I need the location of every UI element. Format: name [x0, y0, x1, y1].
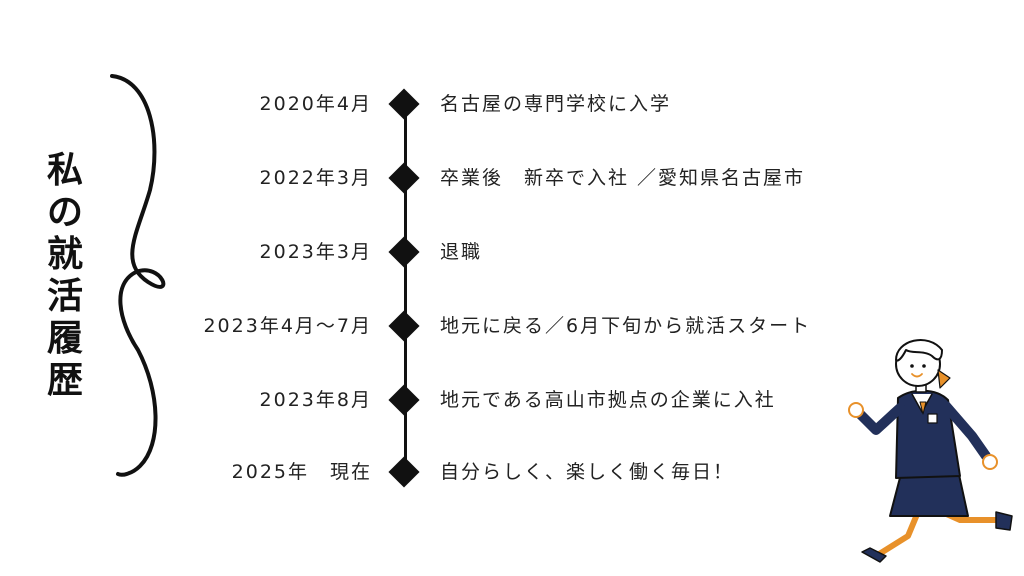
timeline-item: 2023年3月 退職: [0, 232, 1024, 272]
timeline-marker: [388, 384, 420, 416]
timeline-item: 2022年3月 卒業後 新卒で入社 ／愛知県名古屋市: [0, 158, 1024, 198]
timeline-event: 卒業後 新卒で入社 ／愛知県名古屋市: [440, 167, 806, 189]
timeline-marker: [388, 456, 420, 488]
title-char: 活: [46, 276, 83, 317]
timeline-date: 2020年4月: [259, 93, 372, 115]
timeline-item: 2023年8月 地元である高山市拠点の企業に入社: [0, 380, 1024, 420]
timeline-date: 2025年 現在: [231, 461, 372, 483]
timeline-marker: [388, 162, 420, 194]
timeline-marker: [388, 310, 420, 342]
title-char: の: [46, 192, 83, 233]
timeline-event: 自分らしく、楽しく働く毎日！: [440, 461, 735, 483]
page-title: 私 の 就 活 履 歴: [40, 150, 90, 402]
timeline-event: 地元である高山市拠点の企業に入社: [440, 389, 776, 411]
timeline-item: 2023年4月～7月 地元に戻る／6月下旬から就活スタート: [0, 306, 1024, 346]
title-char: 就: [46, 234, 83, 275]
timeline-axis: [404, 104, 407, 474]
title-char: 履: [46, 318, 83, 359]
timeline-date: 2023年8月: [259, 389, 372, 411]
curly-brace-line: [110, 74, 166, 477]
timeline-event: 名古屋の専門学校に入学: [440, 93, 672, 115]
timeline-date: 2023年3月: [259, 241, 372, 263]
timeline-item: 2020年4月 名古屋の専門学校に入学: [0, 84, 1024, 124]
title-char: 私: [46, 150, 83, 191]
running-student-illustration: [848, 339, 1013, 563]
timeline-event: 退職: [440, 241, 483, 263]
timeline-marker: [388, 236, 420, 268]
timeline-date: 2022年3月: [259, 167, 372, 189]
timeline-event: 地元に戻る／6月下旬から就活スタート: [440, 315, 812, 337]
title-char: 歴: [46, 360, 83, 401]
timeline-item: 2025年 現在 自分らしく、楽しく働く毎日！: [0, 452, 1024, 492]
timeline-date: 2023年4月～7月: [203, 315, 372, 337]
timeline-marker: [388, 88, 420, 120]
